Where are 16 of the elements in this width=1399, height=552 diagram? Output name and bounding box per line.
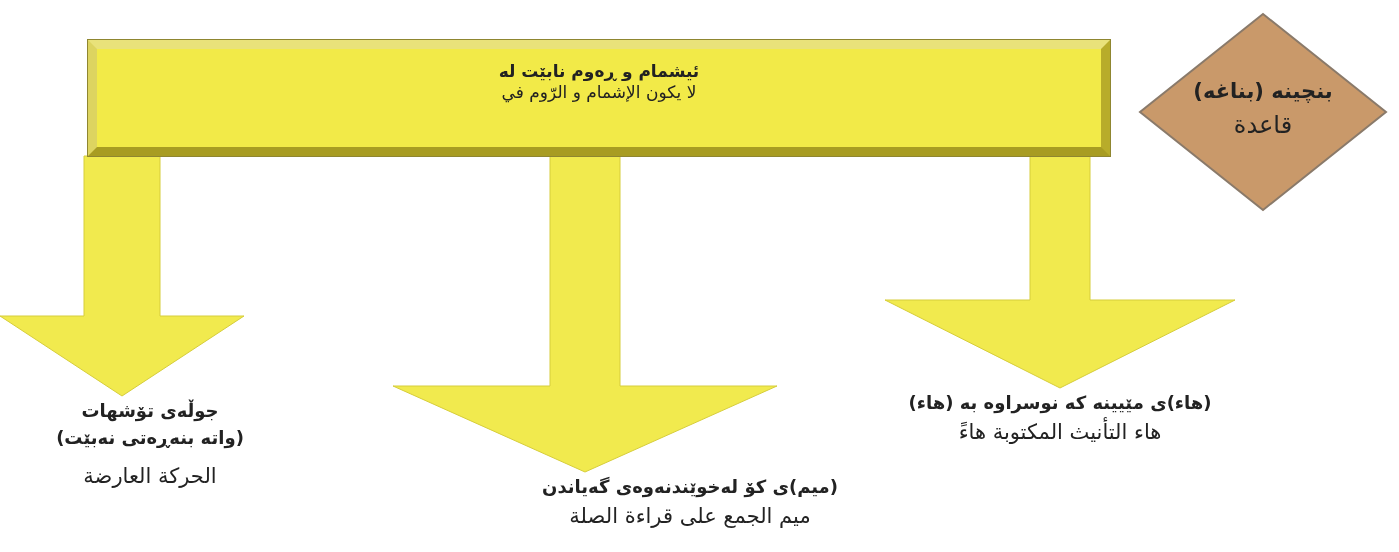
kurdish-label: جوڵەی تۆشهات [81,400,219,423]
rule-diamond [1138,12,1388,212]
kurdish-label: (واتە بنەڕەتی نەبێت) [56,426,244,449]
diamond-label: قاعدة [1233,110,1293,141]
kurdish-label: (هاء)ی مێیینە کە نوسراوە بە (هاء) [908,392,1212,415]
block-arrow [392,155,778,473]
arabic-label: ميم الجمع على قراءة الصلة [569,502,811,529]
block-arrow [0,155,245,397]
subheading: لا يكون الإشمام و الرّوم في [501,82,697,104]
block-arrow [884,155,1236,389]
diamond-heading: بنچینە (بناغە) [1193,78,1333,105]
arabic-label: الحركة العارضة [83,463,217,490]
heading: ئیشمام و ڕەوم نابێت لە [498,61,700,83]
arabic-label: هاء التأنيث المكتوبة هاءً [958,418,1162,445]
kurdish-label: (میم)ی کۆ لەخوێندنەوەی گەیاندن [542,476,838,499]
title-bar [88,40,1110,156]
